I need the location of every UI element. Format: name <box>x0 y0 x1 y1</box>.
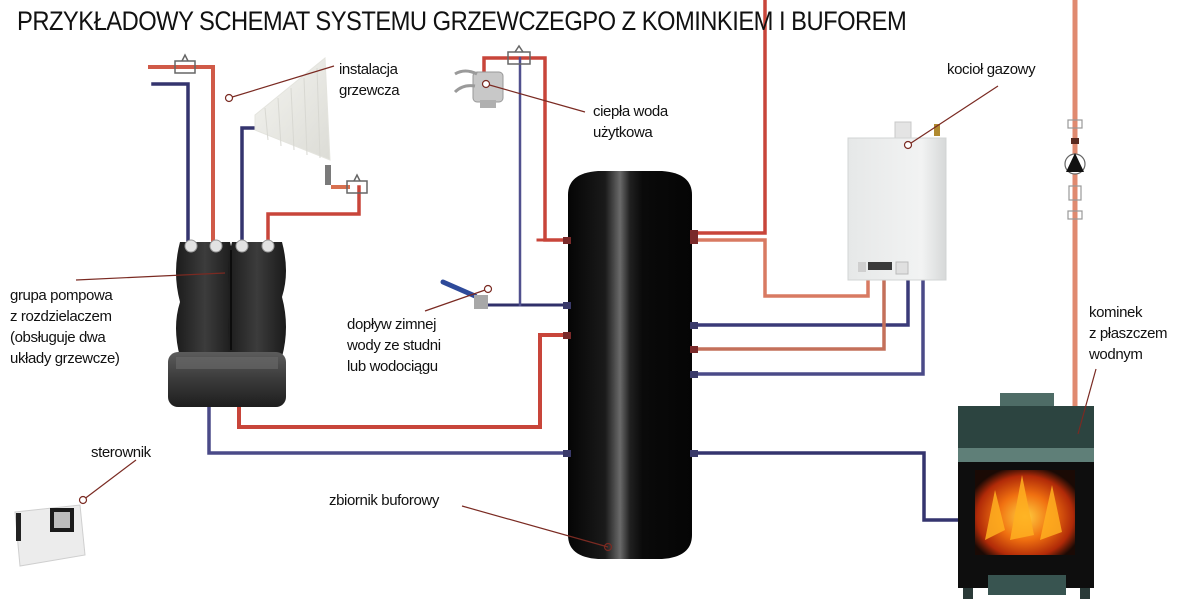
pump-group-icon <box>168 239 286 407</box>
diagram-title: PRZYKŁADOWY SCHEMAT SYSTEMU GRZEWCZEGPO … <box>17 6 907 36</box>
cold-water-valve-icon <box>440 279 488 309</box>
boiler-icon <box>847 121 947 281</box>
hot-pipe-tank-to-chimney <box>690 0 767 235</box>
leader-controller <box>82 459 137 501</box>
leader-buffer-tank <box>461 505 609 548</box>
leader-heating-installation <box>228 65 335 99</box>
leader-cold-inlet <box>424 288 489 312</box>
leader-fireplace <box>1077 368 1097 435</box>
label-fireplace: kominek z płaszczem wodnym <box>1089 304 1168 363</box>
cold-pipe-boiler-return-1 <box>690 280 910 327</box>
cold-pipe-radiator-return <box>151 82 190 242</box>
label-gas-boiler: kocioł gazowy <box>947 61 1036 78</box>
cold-pipe-boiler-return-2 <box>690 280 925 376</box>
cold-pipe-pumpgroup-to-tank <box>207 383 570 455</box>
controller-icon <box>14 504 86 567</box>
cold-pipe-tank-to-fireplace <box>690 451 960 522</box>
label-heating-installation: instalacja grzewcza <box>339 61 400 99</box>
leader-lines <box>75 65 1097 552</box>
cold-pipe-radiator-lower <box>240 126 257 242</box>
radiator-icon <box>254 56 350 189</box>
pipes <box>148 0 1078 522</box>
fireplace-icon <box>958 393 1094 599</box>
leader-hot-water <box>485 83 586 113</box>
label-controller: sterownik <box>91 444 151 461</box>
label-cold-water-inlet: dopływ zimnej wody ze studni lub wodocią… <box>347 316 441 375</box>
pump-icon <box>1064 119 1086 220</box>
label-pump-group: grupa pompowa z rozdzielaczem (obsługuje… <box>10 287 120 367</box>
hot-pipe-tank-to-boiler <box>690 238 870 298</box>
hot-pipe-boiler-lower <box>690 280 886 351</box>
label-hot-utility-water: ciepła woda użytkowa <box>593 103 668 141</box>
faucet-icon <box>453 69 504 108</box>
leader-pump-group <box>75 272 226 281</box>
leader-gas-boiler <box>907 85 999 146</box>
hot-pipe-radiator-supply <box>148 65 215 242</box>
hot-pipe-pumpgroup-to-tank <box>237 333 570 429</box>
label-buffer-tank: zbiornik buforowy <box>329 492 439 509</box>
tank-icon <box>563 171 698 559</box>
valve-icon <box>174 44 531 194</box>
hot-pipe-radiator-outlet <box>266 185 361 242</box>
